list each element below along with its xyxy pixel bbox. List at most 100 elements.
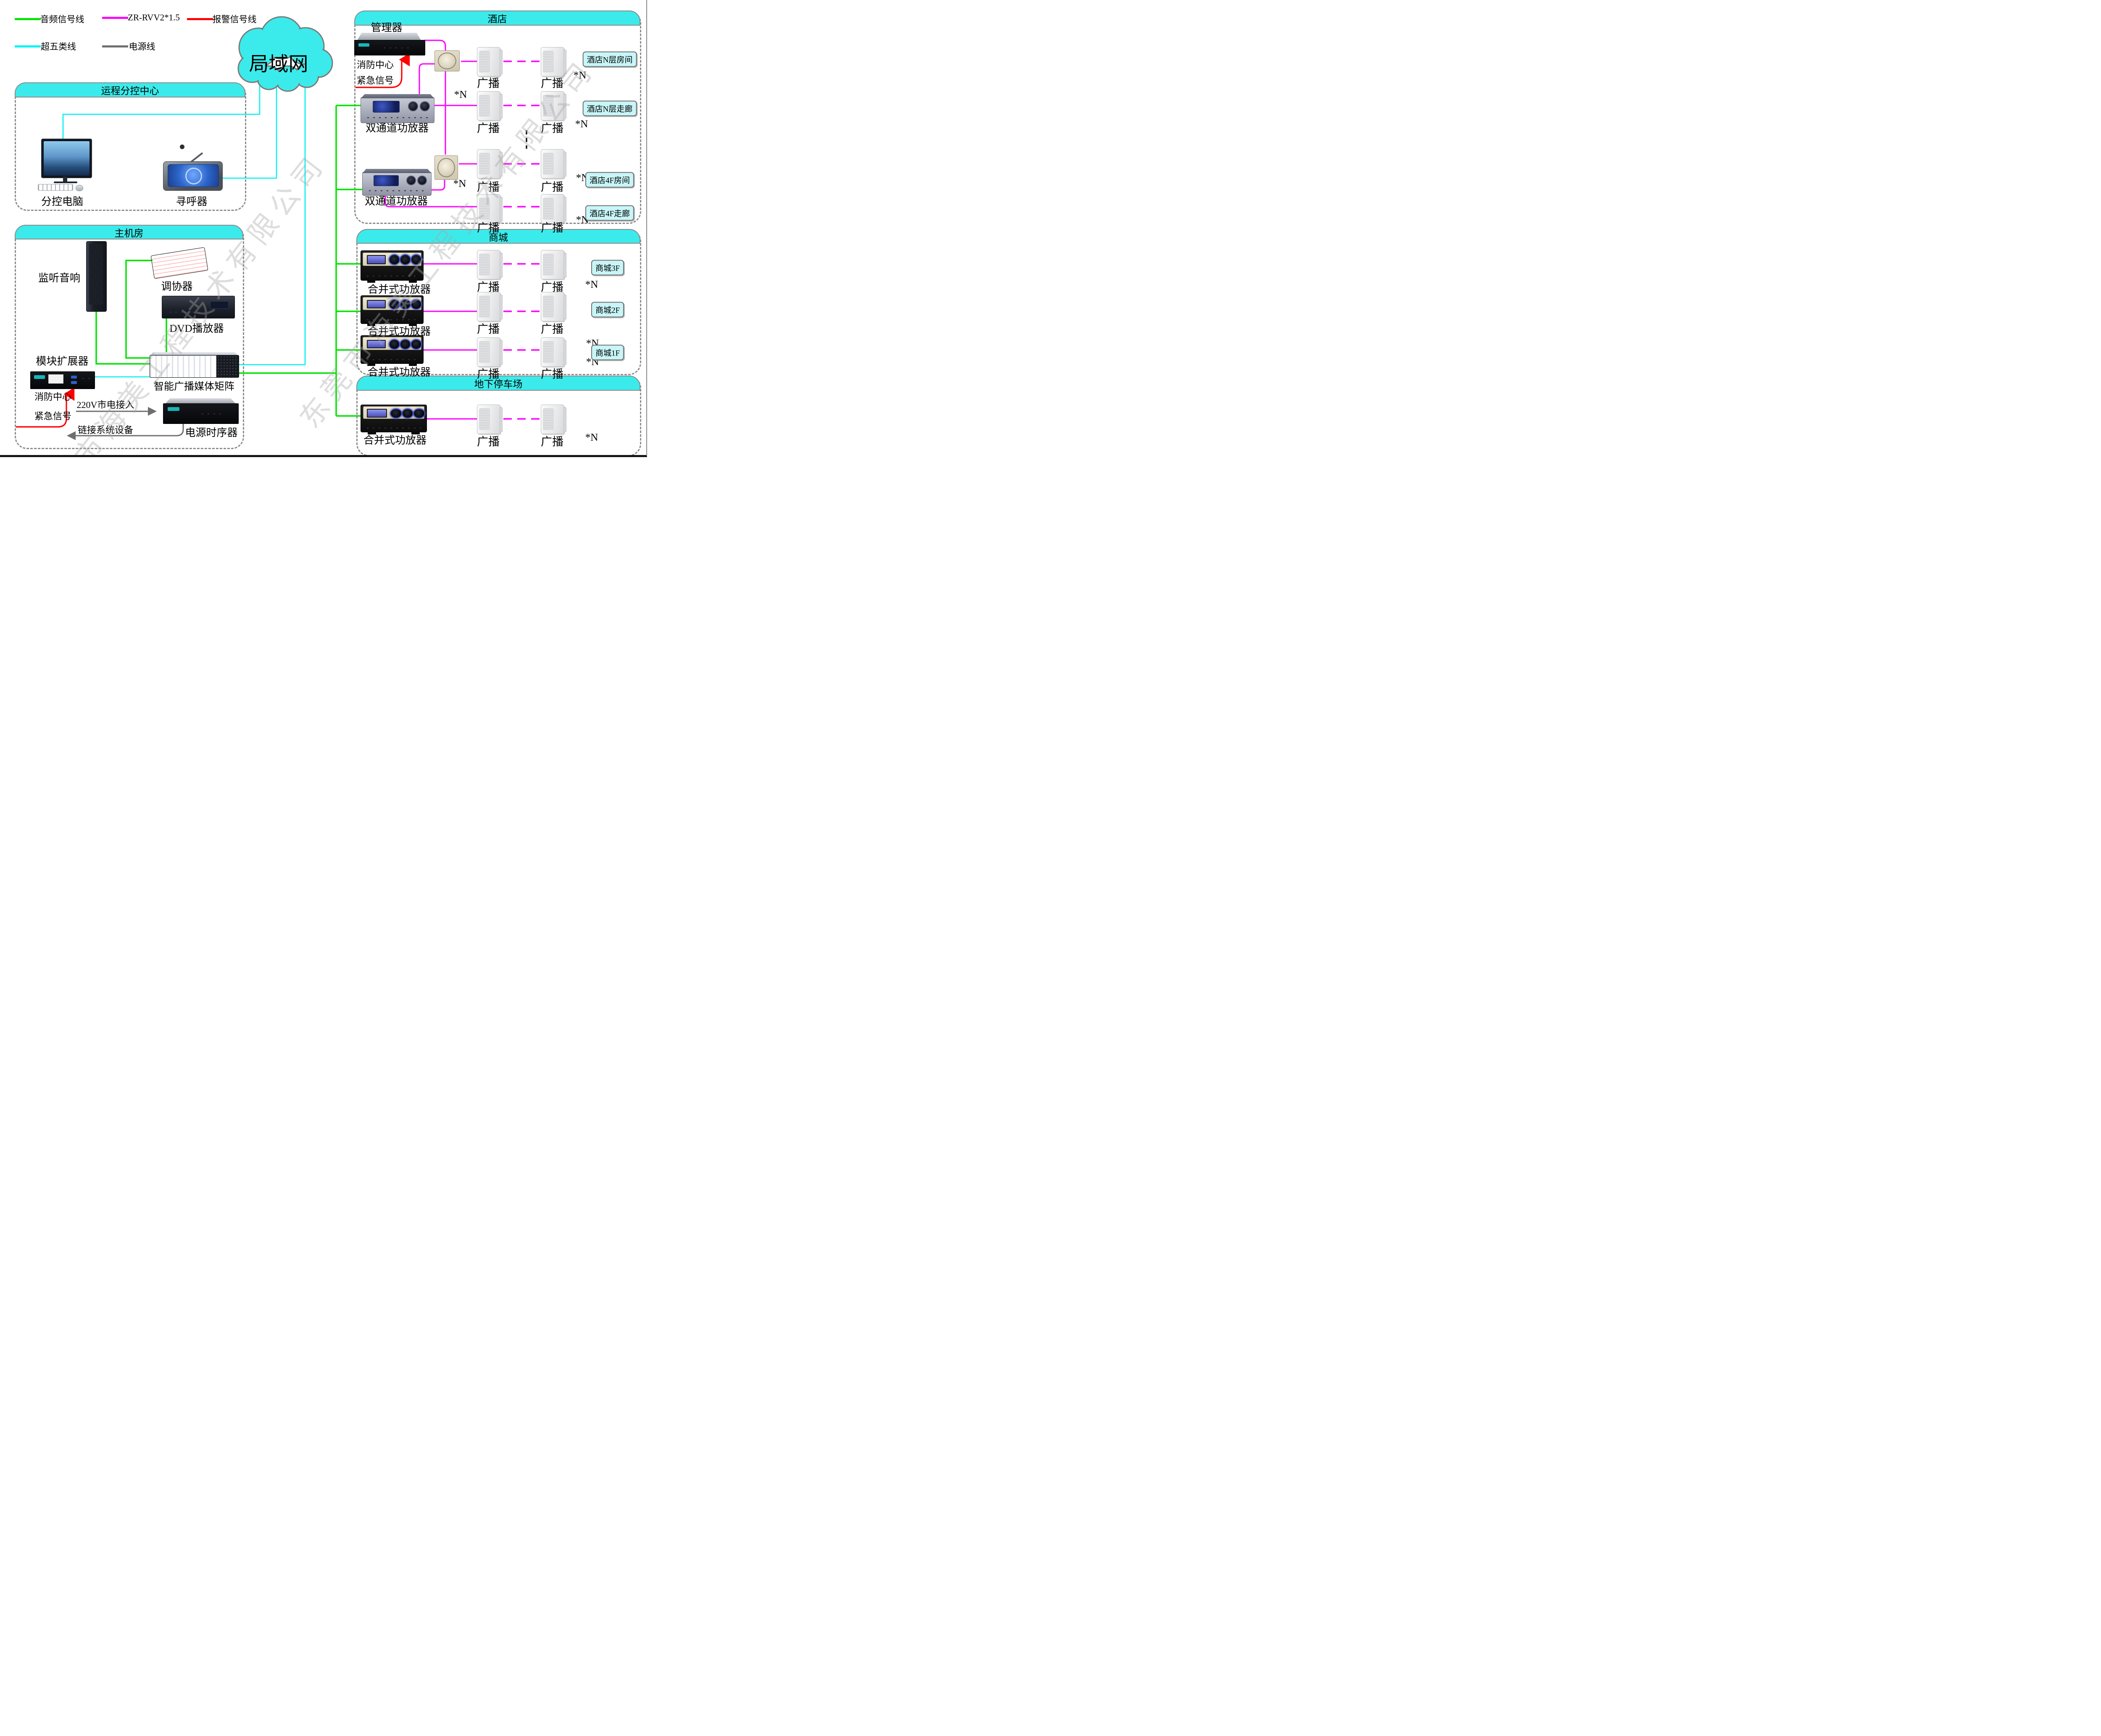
bracket — [563, 197, 566, 221]
dual-amp-1-knobrow — [365, 116, 429, 119]
monitor-speaker-label: 监听音响 — [38, 273, 81, 284]
audio-lines — [95, 105, 362, 417]
expander-port — [71, 376, 77, 379]
dvd-buttons — [167, 310, 205, 314]
mall-speaker-r1b-label: 广播 — [541, 281, 563, 294]
grille — [543, 51, 554, 73]
computer-stand-base — [54, 181, 77, 183]
volume-controller-1 — [434, 50, 460, 71]
mall-speaker-r1b — [541, 250, 566, 279]
module-expander — [30, 371, 95, 389]
knob — [410, 254, 422, 266]
mall-amp-2 — [361, 295, 424, 326]
hotel-r2-multiplier: *N — [575, 118, 588, 130]
hotel-speaker-r2a — [477, 91, 503, 121]
knob — [410, 339, 422, 350]
knob — [388, 299, 400, 310]
power-in-label: 220V市电接入 — [76, 400, 134, 410]
volume-controller-2 — [434, 155, 458, 180]
expander-label: 模块扩展器 — [36, 356, 89, 367]
grille — [479, 341, 490, 363]
panel — [363, 406, 425, 419]
media-matrix — [150, 355, 239, 378]
hotel-speaker-r1a-label: 广播 — [477, 77, 500, 90]
foot — [408, 280, 417, 283]
pager-dial — [185, 168, 202, 184]
dual-amp-2-knob-a — [406, 176, 416, 185]
control-computer-monitor — [41, 139, 92, 178]
legend-line-cat5 — [15, 45, 41, 47]
mall-speaker-r2b-label: 广播 — [541, 323, 563, 336]
hotel-tag-4f-room: 酒店4F房间 — [585, 172, 635, 188]
knob — [399, 254, 411, 266]
hotel-speaker-r3b — [541, 149, 566, 179]
grille — [479, 51, 490, 73]
legend-label-audio: 音频信号线 — [40, 14, 84, 24]
lcd — [367, 409, 387, 418]
bracket — [500, 152, 503, 176]
dvd-display — [210, 301, 229, 309]
computer-screen — [44, 141, 90, 176]
knob — [399, 299, 411, 310]
grille — [543, 254, 554, 276]
legend-line-rvv — [102, 17, 128, 19]
parking-amp — [361, 405, 427, 434]
knob — [388, 339, 400, 350]
hotel-speaker-r3a-label: 广播 — [477, 181, 500, 194]
dual-amp-1-label: 双通道功放器 — [365, 123, 429, 134]
mall-tag-1f: 商城1F — [591, 345, 624, 360]
matrix-label: 智能广播媒体矩阵 — [154, 381, 234, 392]
hotel-speaker-r2b — [541, 91, 566, 121]
dual-amp-2-top — [363, 169, 431, 173]
lcd — [366, 255, 386, 264]
grille — [543, 198, 554, 220]
lan-cloud — [237, 16, 333, 92]
mall-speaker-r3a-label: 广播 — [477, 368, 500, 381]
grille — [479, 95, 490, 117]
mall-amp-3-label: 合并式功放器 — [367, 367, 431, 378]
hotel-speaker-r1a — [477, 47, 503, 76]
foot — [367, 323, 376, 326]
mall-speaker-r2a-label: 广播 — [477, 323, 500, 336]
grille — [543, 296, 554, 318]
grille — [543, 153, 554, 175]
remote-center-title: 运程分控中心 — [101, 86, 159, 96]
hotel-speaker-r4a-label: 广播 — [477, 221, 500, 234]
hotel-fire-center-label: 消防中心 — [356, 60, 394, 70]
computer-keyboard — [38, 184, 73, 191]
hotel-speaker-r2b-label: 广播 — [541, 122, 563, 135]
bracket — [500, 253, 503, 277]
legend-line-audio — [15, 18, 41, 20]
foot — [408, 363, 417, 366]
dual-amp-1-top — [361, 94, 434, 98]
parking-header: 地下停车场 — [356, 376, 640, 391]
monitor-speaker — [86, 241, 107, 312]
manager-logo — [358, 43, 369, 47]
mall-speaker-r2b — [541, 292, 566, 321]
broadcast-manager — [354, 40, 425, 55]
bracket — [500, 295, 503, 319]
mall-amp-3 — [361, 335, 424, 366]
dual-amp-1-knob-b — [420, 101, 430, 111]
lan-cloud-label: 局域网 — [249, 53, 308, 76]
dual-amp-1-knob-a — [408, 101, 418, 111]
manager-controls — [382, 46, 409, 50]
knob — [410, 299, 422, 310]
mall-title: 商城 — [489, 232, 508, 243]
rvv-lines — [384, 39, 477, 420]
dvd-label: DVD播放器 — [169, 323, 224, 334]
bracket — [563, 94, 566, 118]
pager-mic-icon — [180, 145, 184, 149]
hotel-speaker-r2a-label: 广播 — [477, 122, 500, 135]
expander-buttons — [80, 377, 92, 380]
bracket — [500, 197, 503, 221]
mall-speaker-r1a-label: 广播 — [477, 281, 500, 294]
parking-speaker-a-label: 广播 — [477, 435, 500, 448]
knob — [388, 254, 400, 266]
mall-r1-multiplier: *N — [585, 279, 598, 290]
mixer-label: 调协器 — [161, 281, 193, 292]
hotel-speaker-r4a — [477, 194, 503, 224]
bracket — [563, 295, 566, 319]
hotel-speaker-r3a — [477, 149, 503, 179]
controls — [364, 274, 420, 278]
